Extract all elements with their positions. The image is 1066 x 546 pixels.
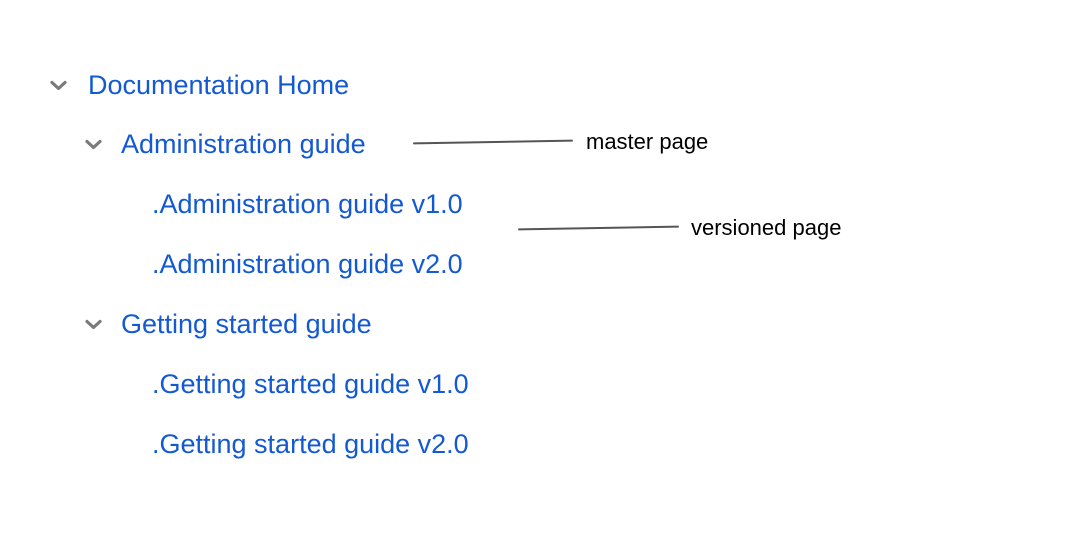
tree-item-administration-guide-v2-0[interactable]: .Administration guide v2.0 xyxy=(152,249,463,279)
chevron-down-icon[interactable] xyxy=(85,319,102,330)
tree-row: .Getting started guide v1.0 xyxy=(152,366,469,402)
tree-row: Getting started guide xyxy=(85,306,372,342)
chevron-down-icon[interactable] xyxy=(85,139,102,150)
annotation-label-master-page: master page xyxy=(586,129,709,154)
chevron-down-icon[interactable] xyxy=(50,80,67,91)
annotation-line-master-page xyxy=(412,139,574,145)
tree-item-documentation-home[interactable]: Documentation Home xyxy=(88,70,350,100)
tree-row: .Getting started guide v2.0 xyxy=(152,426,469,462)
tree-item-getting-started-guide-v1-0[interactable]: .Getting started guide v1.0 xyxy=(152,369,469,399)
tree-item-getting-started-guide[interactable]: Getting started guide xyxy=(121,309,372,339)
tree-row: Administration guide xyxy=(85,126,366,162)
tree-row: .Administration guide v2.0 xyxy=(152,246,463,282)
tree-row: .Administration guide v1.0 xyxy=(152,186,463,222)
annotation-line-versioned-page xyxy=(517,225,680,231)
tree-item-administration-guide-v1-0[interactable]: .Administration guide v1.0 xyxy=(152,189,463,219)
annotation-label-versioned-page: versioned page xyxy=(691,215,842,240)
tree-item-getting-started-guide-v2-0[interactable]: .Getting started guide v2.0 xyxy=(152,429,469,459)
tree-row: Documentation Home xyxy=(50,67,349,103)
tree-item-administration-guide[interactable]: Administration guide xyxy=(121,129,366,159)
